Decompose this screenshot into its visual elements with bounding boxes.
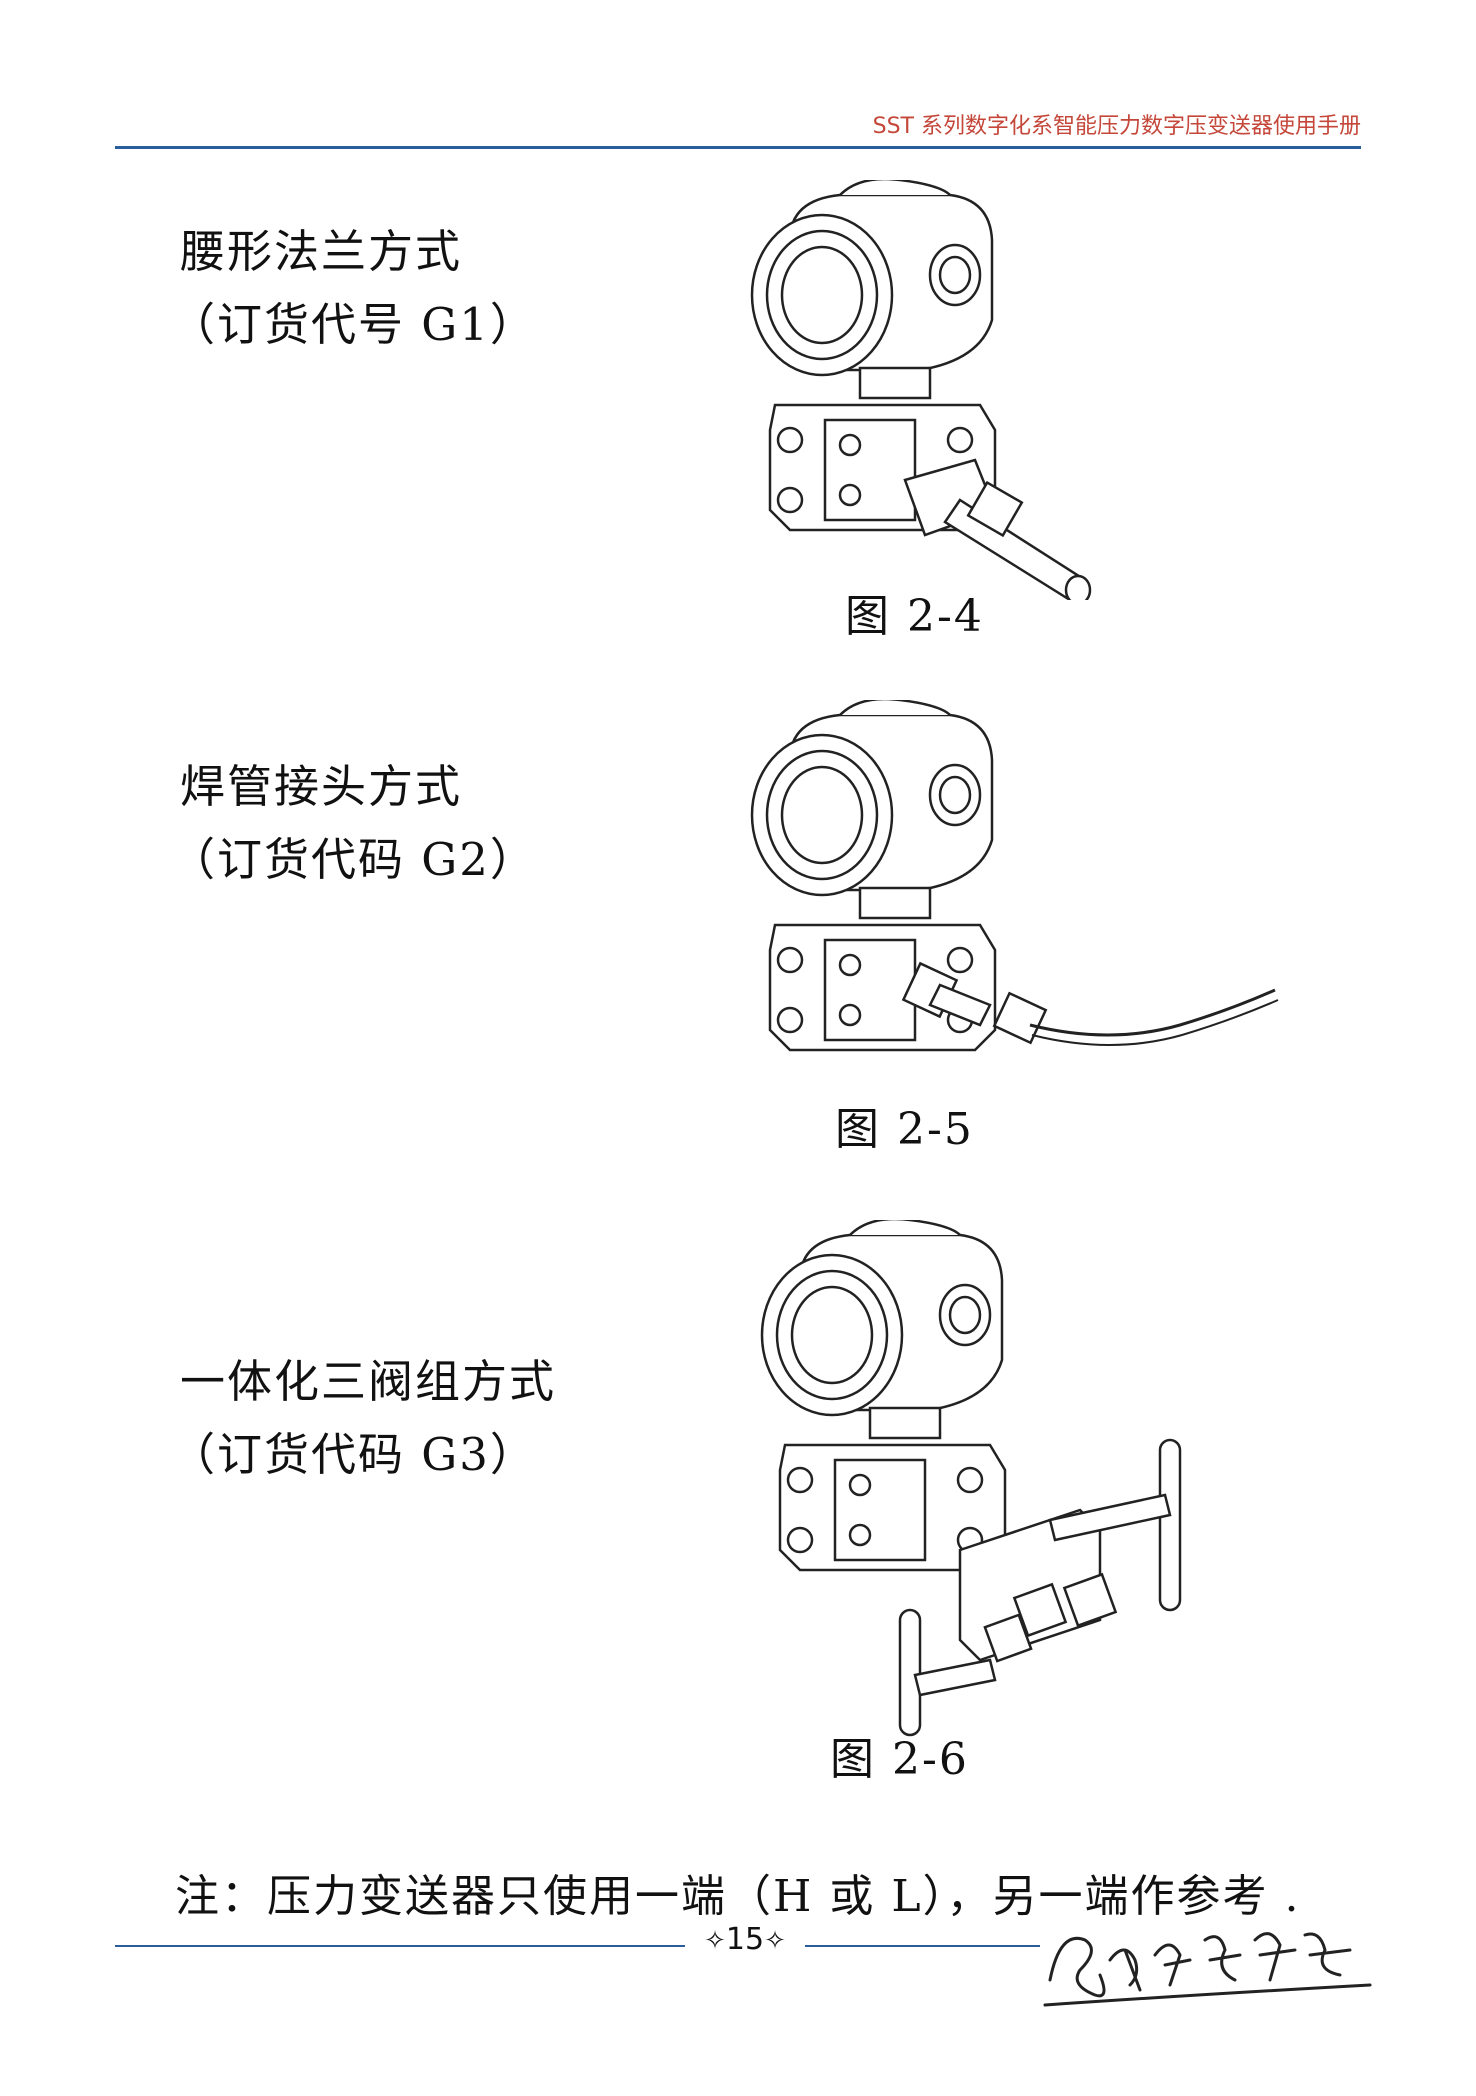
section-1-title: 腰形法兰方式 [180, 225, 463, 278]
section-3-code: （订货代码 G3） [170, 1428, 537, 1481]
handwritten-signature [1043, 1932, 1372, 2007]
section-1-code: （订货代号 G1） [170, 298, 537, 351]
page-header-title: SST 系列数字化系智能压力数字压变送器使用手册 [872, 114, 1361, 139]
transmitter-g1-illustration [750, 180, 1092, 600]
usage-note: 注：压力变送器只使用一端（H 或 L），另一端作参考 . [175, 1871, 1301, 1922]
section-2-title: 焊管接头方式 [180, 760, 463, 813]
diamond-icon: ✧ [764, 1926, 786, 1956]
section-3-title: 一体化三阀组方式 [180, 1355, 557, 1408]
header-divider [115, 146, 1361, 149]
figure-2-4-caption: 图 2-4 [845, 591, 984, 642]
footer-divider-right [805, 1945, 1040, 1947]
diamond-icon: ✧ [704, 1926, 726, 1956]
transmitter-g3-illustration [760, 1220, 1182, 1737]
page-number: ✧15✧ [690, 1922, 800, 1957]
figure-2-5-caption: 图 2-5 [835, 1104, 974, 1155]
transmitter-g2-illustration [750, 700, 1279, 1052]
section-2-code: （订货代码 G2） [170, 833, 537, 886]
figure-2-6-caption: 图 2-6 [830, 1734, 969, 1785]
footer-divider-left [115, 1945, 685, 1947]
page-number-value: 15 [725, 1922, 765, 1957]
